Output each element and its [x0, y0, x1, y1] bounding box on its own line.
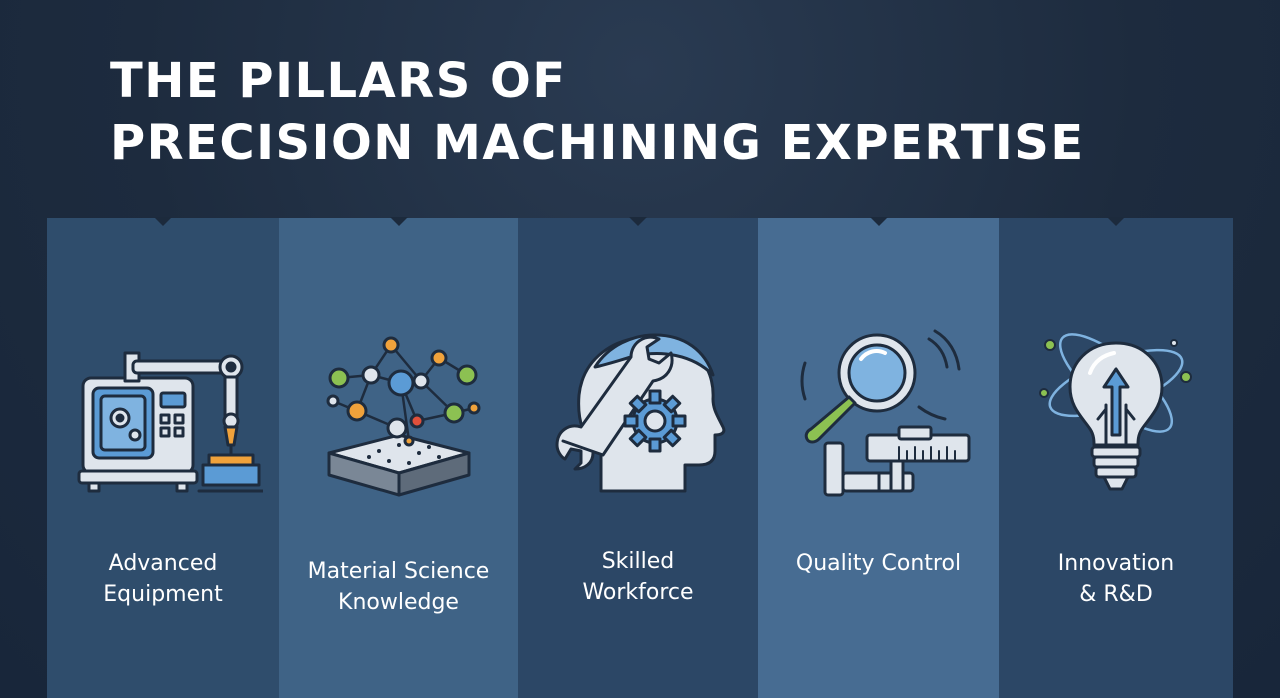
pillar-label-line-1: Innovation: [1057, 551, 1175, 576]
pillar-notch: [1107, 217, 1125, 226]
pillar-innovation-rnd: Innovation & R&D: [999, 217, 1233, 698]
page-title: THE PILLARS OF PRECISION MACHINING EXPER…: [110, 50, 1085, 174]
pillar-material-science: Material Science Knowledge: [279, 217, 518, 698]
pillar-label-line-2: Equipment: [103, 582, 223, 607]
pillar-notch: [629, 217, 647, 226]
lightbulb-atom-icon: [1039, 333, 1192, 491]
pillar-label-line-1: Advanced: [108, 551, 218, 576]
pillar-notch: [869, 217, 888, 226]
pillar-notch: [154, 217, 172, 226]
pillar-quality-control: Quality Control: [758, 217, 999, 698]
pillar-notch: [389, 217, 408, 226]
pillar-label-line-1: Quality Control: [795, 551, 962, 576]
pillar-label-line-1: Skilled: [601, 549, 675, 574]
magnifier-caliper-icon: [800, 329, 970, 497]
pillar-label-line-2: Workforce: [582, 580, 694, 605]
pillar-label-line-2: Knowledge: [338, 590, 459, 615]
title-line-1: THE PILLARS OF: [110, 53, 567, 109]
cnc-machine-robot-arm-icon: [77, 351, 263, 493]
title-line-2: PRECISION MACHINING EXPERTISE: [110, 115, 1085, 171]
pillar-advanced-equipment: Advanced Equipment: [47, 217, 279, 698]
head-wrench-gear-icon: [555, 333, 726, 493]
pillar-skilled-workforce: Skilled Workforce: [518, 217, 758, 698]
pillars-row: Advanced Equipment: [47, 217, 1233, 698]
molecule-structure-icon: [326, 336, 480, 497]
pillar-label-line-1: Material Science: [307, 559, 490, 584]
pillar-label-line-2: & R&D: [1079, 582, 1153, 607]
